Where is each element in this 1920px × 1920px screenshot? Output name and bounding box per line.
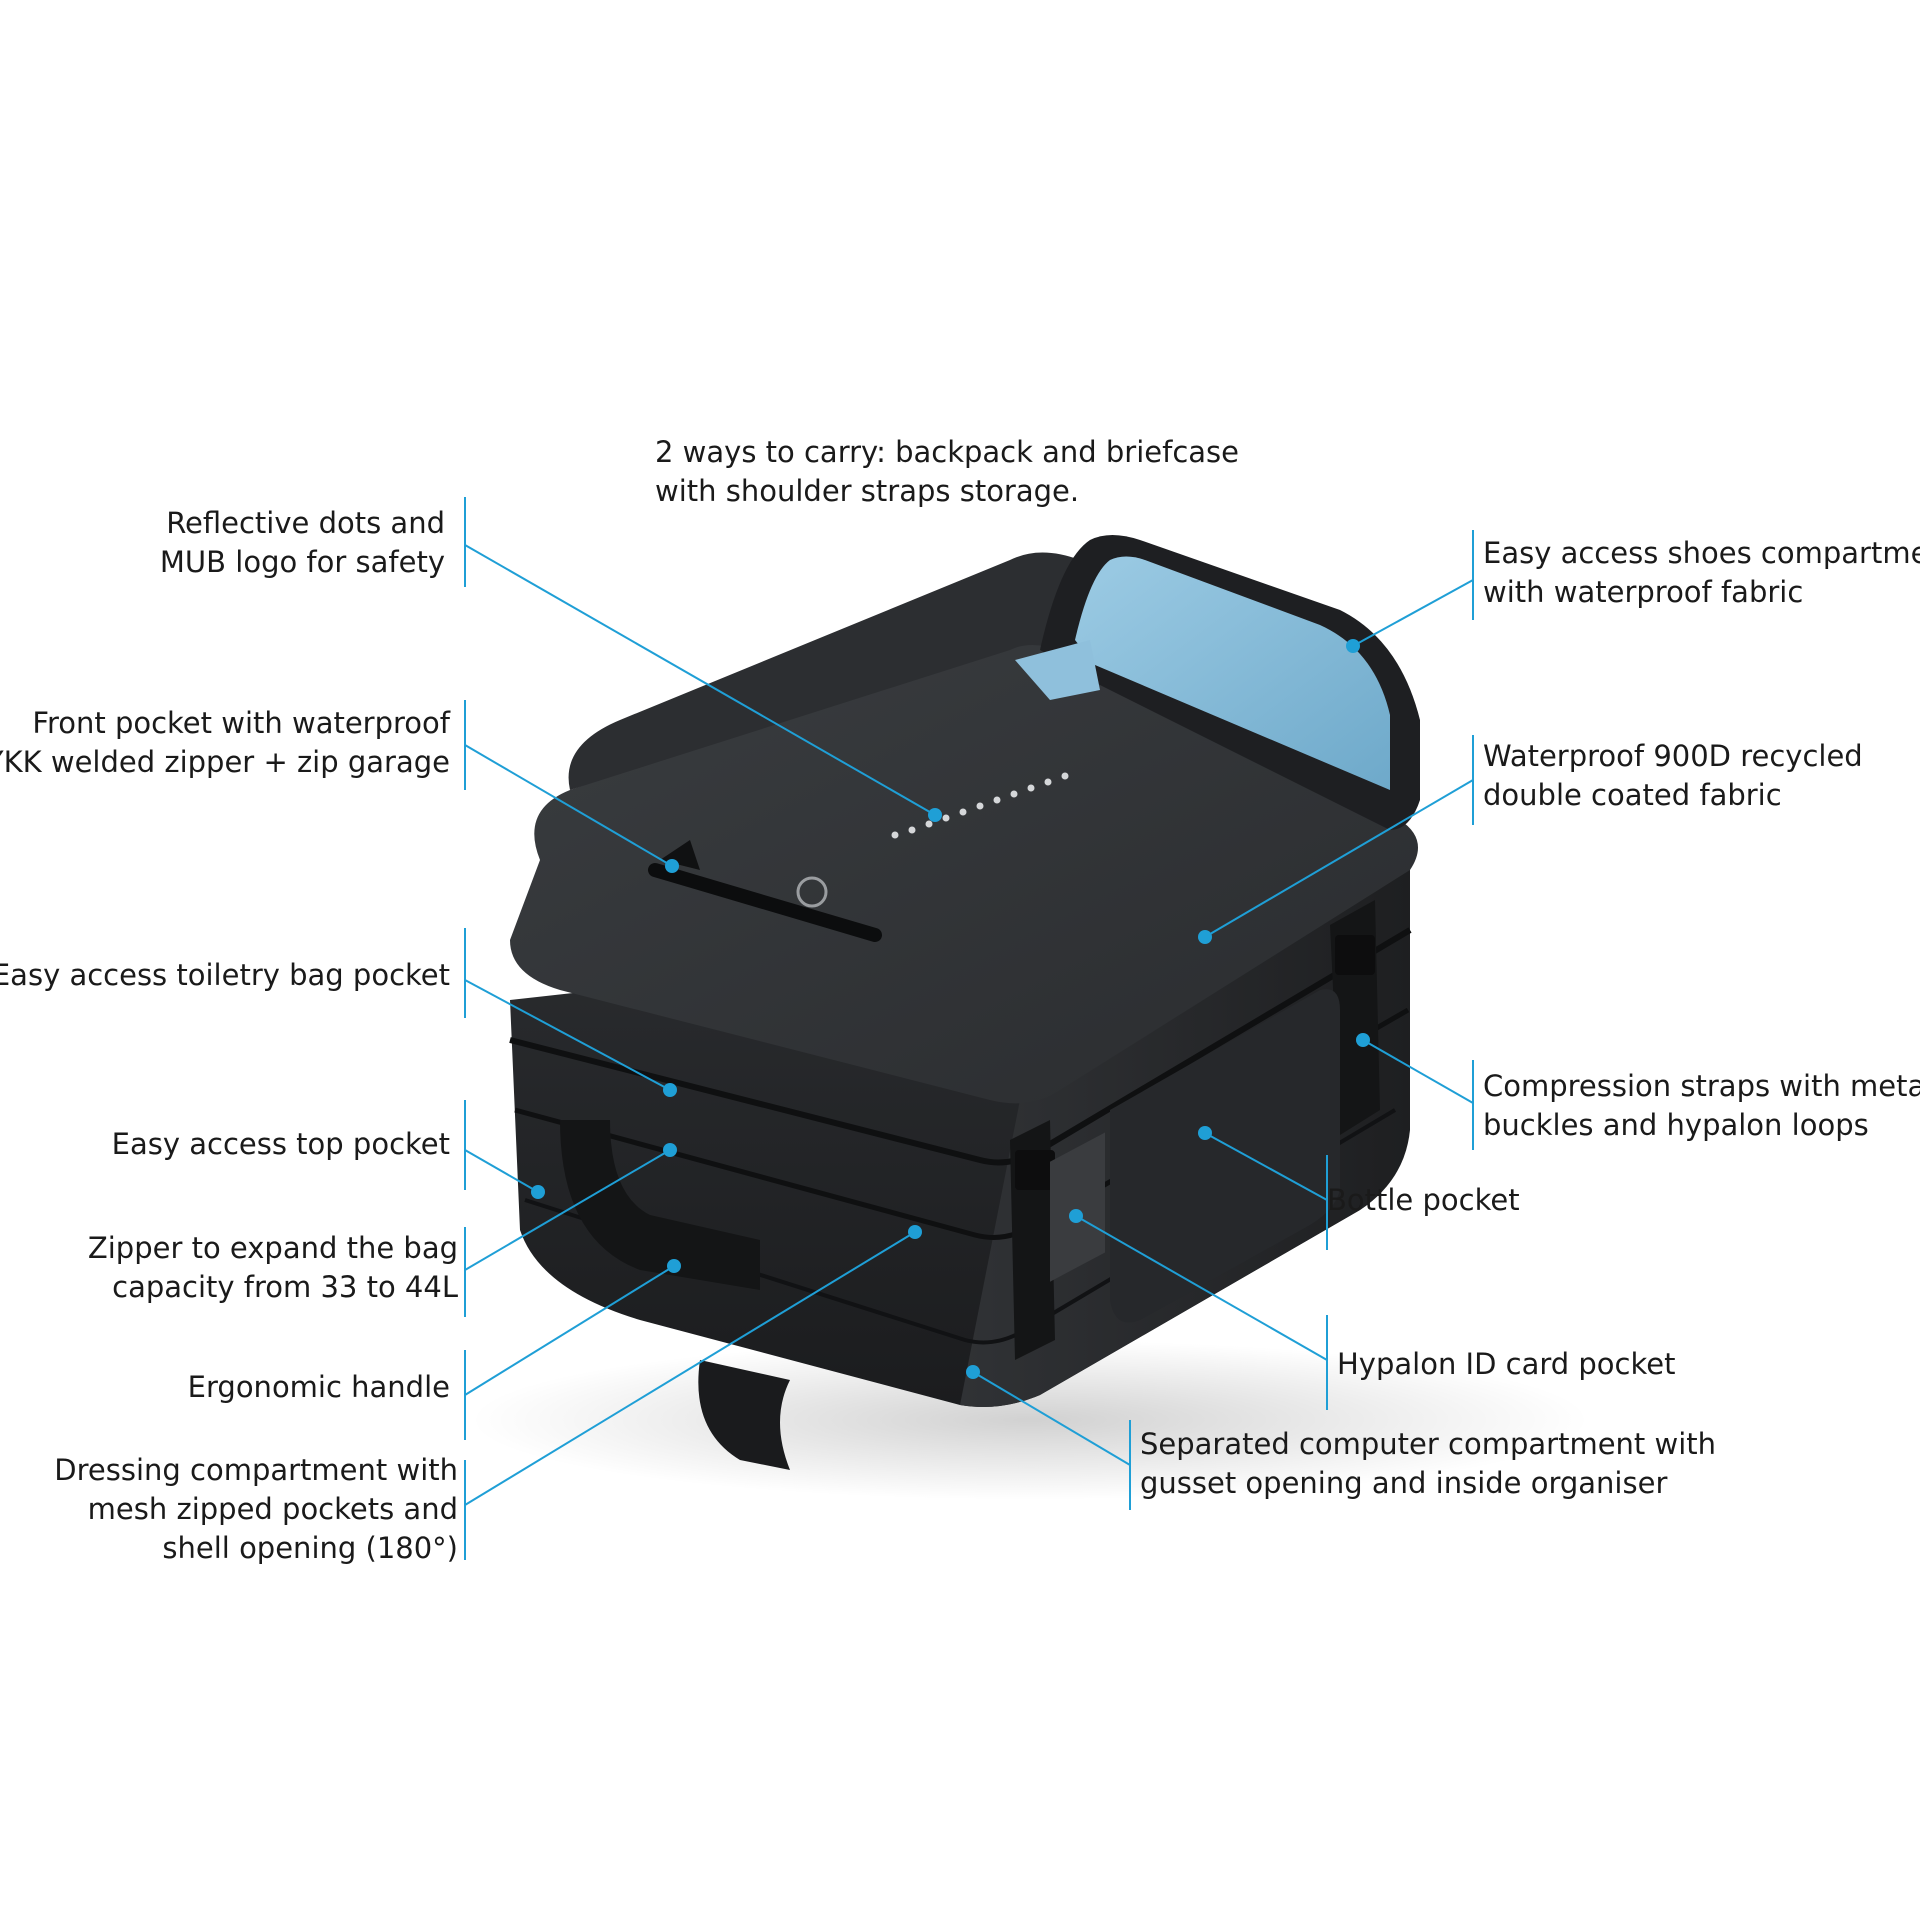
- leader-fabric: [1204, 779, 1474, 938]
- callout-front-pocket-line2: YKK welded zipper + zip garage: [0, 745, 450, 779]
- backpack-illustration: [509, 535, 1420, 1470]
- shoe-compartment-lining: [1075, 556, 1390, 790]
- callout-bottle-line1: Bottle pocket: [1327, 1183, 1520, 1217]
- callout-id-card: Hypalon ID card pocket: [1337, 1345, 1675, 1384]
- dot-front-pocket: [665, 859, 679, 873]
- callout-computer: Separated computer compartment with guss…: [1140, 1425, 1716, 1503]
- dot-fabric: [1198, 930, 1212, 944]
- callout-dots: [531, 639, 1370, 1379]
- callout-computer-line1: Separated computer compartment with: [1140, 1427, 1717, 1461]
- callout-front-pocket: Front pocket with waterproof YKK welded …: [0, 704, 450, 782]
- callout-handle-line1: Ergonomic handle: [187, 1370, 450, 1404]
- leader-shoes: [1352, 579, 1474, 647]
- callout-top-pocket: Easy access top pocket: [112, 1125, 450, 1164]
- callout-shoes: Easy access shoes compartment with water…: [1483, 534, 1920, 612]
- callout-id-card-line1: Hypalon ID card pocket: [1337, 1347, 1676, 1381]
- leader-top-pocket: [464, 1149, 539, 1193]
- leader-dressing: [464, 1231, 916, 1506]
- callout-expand-zipper: Zipper to expand the bag capacity from 3…: [88, 1229, 458, 1307]
- callout-fabric: Waterproof 900D recycled double coated f…: [1483, 737, 1863, 815]
- callout-carry-line1: 2 ways to carry: backpack and briefcase: [655, 435, 1240, 469]
- leader-lines: [464, 544, 1474, 1506]
- dot-handle: [667, 1259, 681, 1273]
- callout-dressing-line3: shell opening (180°): [162, 1531, 458, 1565]
- callout-shoes-line1: Easy access shoes compartment: [1483, 536, 1920, 570]
- bag-top-panel: [510, 635, 1418, 1104]
- callout-shoes-line2: with waterproof fabric: [1483, 575, 1804, 609]
- dot-reflective: [928, 808, 942, 822]
- bottle-pocket-panel: [1110, 989, 1340, 1323]
- dot-dressing: [908, 1225, 922, 1239]
- dot-expand-zipper: [663, 1143, 677, 1157]
- callout-expand-zipper-line1: Zipper to expand the bag: [87, 1231, 458, 1265]
- dot-computer: [966, 1365, 980, 1379]
- callout-carry: 2 ways to carry: backpack and briefcase …: [655, 433, 1239, 511]
- dot-shoes: [1346, 639, 1360, 653]
- callout-reflective: Reflective dots and MUB logo for safety: [160, 504, 445, 582]
- callout-compression-line1: Compression straps with metal: [1483, 1069, 1920, 1103]
- dot-compression: [1356, 1033, 1370, 1047]
- id-card-pocket: [1050, 1132, 1105, 1282]
- metal-buckle-lower: [1015, 1150, 1055, 1190]
- callout-reflective-line1: Reflective dots and: [166, 506, 445, 540]
- leader-compression: [1362, 1039, 1474, 1104]
- leader-front-pocket: [464, 744, 673, 867]
- leader-id-card: [1075, 1215, 1328, 1361]
- callout-reflective-line2: MUB logo for safety: [159, 545, 445, 579]
- leader-expand-zipper: [464, 1149, 671, 1271]
- front-pocket-zipper: [648, 863, 882, 942]
- dot-toiletry: [663, 1083, 677, 1097]
- callout-front-pocket-line1: Front pocket with waterproof: [32, 706, 450, 740]
- callout-fabric-line1: Waterproof 900D recycled: [1483, 739, 1863, 773]
- callout-bottle: Bottle pocket: [1327, 1181, 1520, 1220]
- metal-buckle-upper: [1335, 935, 1375, 975]
- callout-compression: Compression straps with metal buckles an…: [1483, 1067, 1920, 1145]
- inner-lining-visible: [1015, 640, 1100, 700]
- callout-computer-line2: gusset opening and inside organiser: [1140, 1466, 1668, 1500]
- callout-dressing-line1: Dressing compartment with: [54, 1453, 458, 1487]
- callout-toiletry-line1: Easy access toiletry bag pocket: [0, 958, 450, 992]
- callout-fabric-line2: double coated fabric: [1483, 778, 1782, 812]
- label-brackets: [464, 497, 1474, 1560]
- callout-dressing-line2: mesh zipped pockets and: [87, 1492, 458, 1526]
- callout-toiletry: Easy access toiletry bag pocket: [0, 956, 450, 995]
- callout-top-pocket-line1: Easy access top pocket: [111, 1127, 450, 1161]
- callout-compression-line2: buckles and hypalon loops: [1483, 1108, 1869, 1142]
- leader-toiletry: [464, 979, 671, 1091]
- dot-bottle: [1198, 1126, 1212, 1140]
- dot-id-card: [1069, 1209, 1083, 1223]
- leader-handle: [464, 1265, 675, 1396]
- callout-expand-zipper-line2: capacity from 33 to 44L: [112, 1270, 458, 1304]
- shoulder-strap: [698, 1360, 790, 1470]
- mub-logo-icon: [796, 876, 828, 908]
- callout-handle: Ergonomic handle: [188, 1368, 450, 1407]
- dot-top-pocket: [531, 1185, 545, 1199]
- leader-computer: [972, 1371, 1131, 1466]
- leader-reflective: [464, 544, 936, 816]
- ergonomic-handle-shape: [560, 1120, 760, 1290]
- reflective-dots: [891, 772, 1069, 839]
- callout-dressing: Dressing compartment with mesh zipped po…: [54, 1451, 458, 1568]
- callout-carry-line2: with shoulder straps storage.: [655, 474, 1080, 508]
- leader-bottle: [1204, 1132, 1328, 1201]
